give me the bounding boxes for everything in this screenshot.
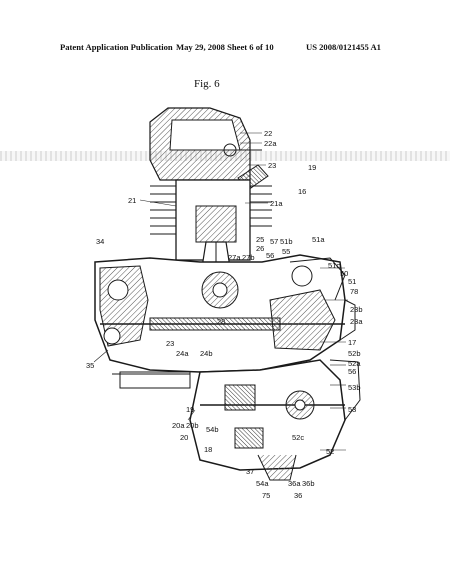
ref-22a: 22a <box>264 139 277 148</box>
patent-header: Patent Application Publication May 29, 2… <box>0 42 450 56</box>
reference-numerals: 22 22a 23 19 16 21 21a 25 26 27a 27b 57 … <box>86 129 363 500</box>
ref-57: 57 <box>270 237 278 246</box>
ref-26: 26 <box>256 244 264 253</box>
ref-52a: 52a <box>348 359 361 368</box>
ref-52c: 52c <box>292 433 304 442</box>
ref-36b: 36b <box>302 479 315 488</box>
ref-36: 36 <box>294 491 302 500</box>
ref-51c: 51c <box>328 261 340 270</box>
ref-52: 52 <box>326 447 334 456</box>
ref-34: 34 <box>96 237 104 246</box>
ref-19-lower: 19 <box>186 405 194 414</box>
leader-lines <box>93 132 348 451</box>
ref-56: 56 <box>266 251 274 260</box>
ref-51a: 51a <box>312 235 325 244</box>
patent-number: US 2008/0121455 A1 <box>306 42 381 52</box>
ref-23a: 23a <box>350 317 363 326</box>
ref-20b: 20b <box>186 421 199 430</box>
ref-23-lower: 23 <box>166 339 174 348</box>
ref-51: 51 <box>348 277 356 286</box>
ref-50: 50 <box>340 269 348 278</box>
ref-75: 75 <box>262 491 270 500</box>
crankcase <box>94 254 346 373</box>
ref-23: 23 <box>268 161 276 170</box>
cylinder-block <box>150 179 272 281</box>
ref-20: 20 <box>180 433 188 442</box>
cylinder-head <box>149 107 269 191</box>
ref-18: 18 <box>204 445 212 454</box>
ref-19: 19 <box>308 163 316 172</box>
ref-24a: 24a <box>176 349 189 358</box>
ref-54a: 54a <box>256 479 269 488</box>
side-housings <box>112 299 361 421</box>
ref-36a: 36a <box>288 479 301 488</box>
ref-21: 21 <box>128 196 136 205</box>
ref-16: 16 <box>298 187 306 196</box>
ref-20a: 20a <box>172 421 185 430</box>
ref-51b: 51b <box>280 237 293 246</box>
ref-52b: 52b <box>348 349 361 358</box>
ref-54b: 54b <box>206 425 219 434</box>
ref-37: 37 <box>246 467 254 476</box>
figure-title: Fig. 6 <box>194 78 220 90</box>
ref-25: 25 <box>256 235 264 244</box>
ref-27a: 27a <box>228 253 241 262</box>
publication-label: Patent Application Publication <box>60 42 173 52</box>
ref-27b: 27b <box>242 253 255 262</box>
ref-24b: 24b <box>200 349 213 358</box>
ref-35: 35 <box>86 361 94 370</box>
date-sheet-label: May 29, 2008 Sheet 6 of 10 <box>176 42 274 52</box>
ref-78: 78 <box>350 287 358 296</box>
ref-22: 22 <box>264 129 272 138</box>
ref-55: 55 <box>282 247 290 256</box>
ref-21a: 21a <box>270 199 283 208</box>
transmission-case <box>189 359 346 481</box>
ref-17: 17 <box>348 338 356 347</box>
ref-23b: 23b <box>350 305 363 314</box>
ref-28: 28 <box>217 317 225 326</box>
ref-56-lower: 56 <box>348 367 356 376</box>
ref-53b: 53b <box>348 383 361 392</box>
ref-53: 53 <box>348 405 356 414</box>
